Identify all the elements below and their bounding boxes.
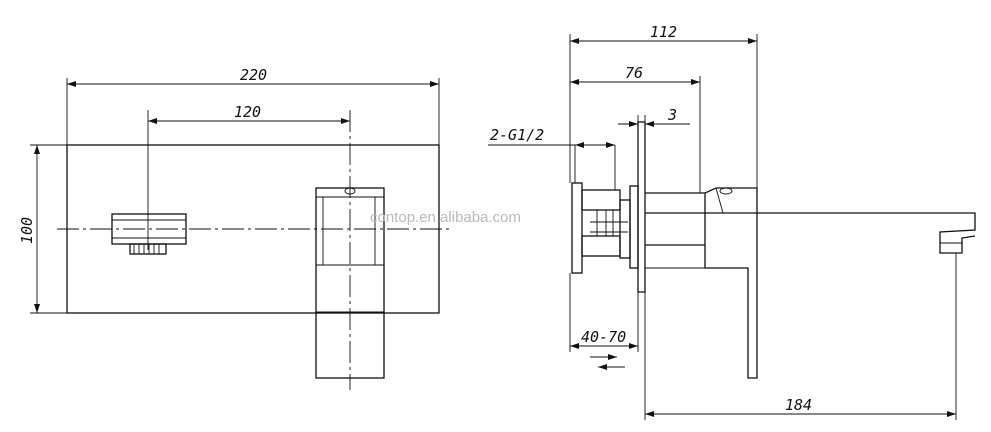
dim-3-label: 3 <box>667 106 677 124</box>
dimension-184: 184 <box>644 253 957 420</box>
wall-plate-outline <box>66 144 440 314</box>
spout-side <box>645 192 976 269</box>
dimension-112: 112 <box>569 23 758 188</box>
dimension-100: 100 <box>18 144 67 314</box>
wall-plate-edge <box>637 121 646 293</box>
dim-76-label: 76 <box>625 64 643 82</box>
rear-connection-body <box>571 182 639 274</box>
spout-outlet <box>111 213 187 255</box>
dimension-40-70: 40-70 <box>569 273 639 370</box>
dimension-220: 220 <box>66 66 440 145</box>
dimension-120: 120 <box>148 103 350 124</box>
dimension-76: 76 <box>570 64 701 193</box>
thread-label: 2-G1/2 <box>490 126 544 144</box>
dim-220-label: 220 <box>240 66 267 84</box>
dim-120-label: 120 <box>234 103 261 121</box>
dim-100-label: 100 <box>18 217 36 244</box>
side-view: 112 76 3 2-G1/2 40 <box>488 23 976 420</box>
dim-112-label: 112 <box>650 23 677 41</box>
dim-184-label: 184 <box>785 396 812 414</box>
dim-40-70-label: 40-70 <box>581 328 626 346</box>
front-view: 220 120 100 <box>18 66 452 390</box>
dimension-3: 3 <box>618 106 690 127</box>
watermark: contop.en.alibaba.com <box>370 209 521 226</box>
handle-side <box>704 187 758 379</box>
thread-callout: 2-G1/2 <box>488 126 616 190</box>
